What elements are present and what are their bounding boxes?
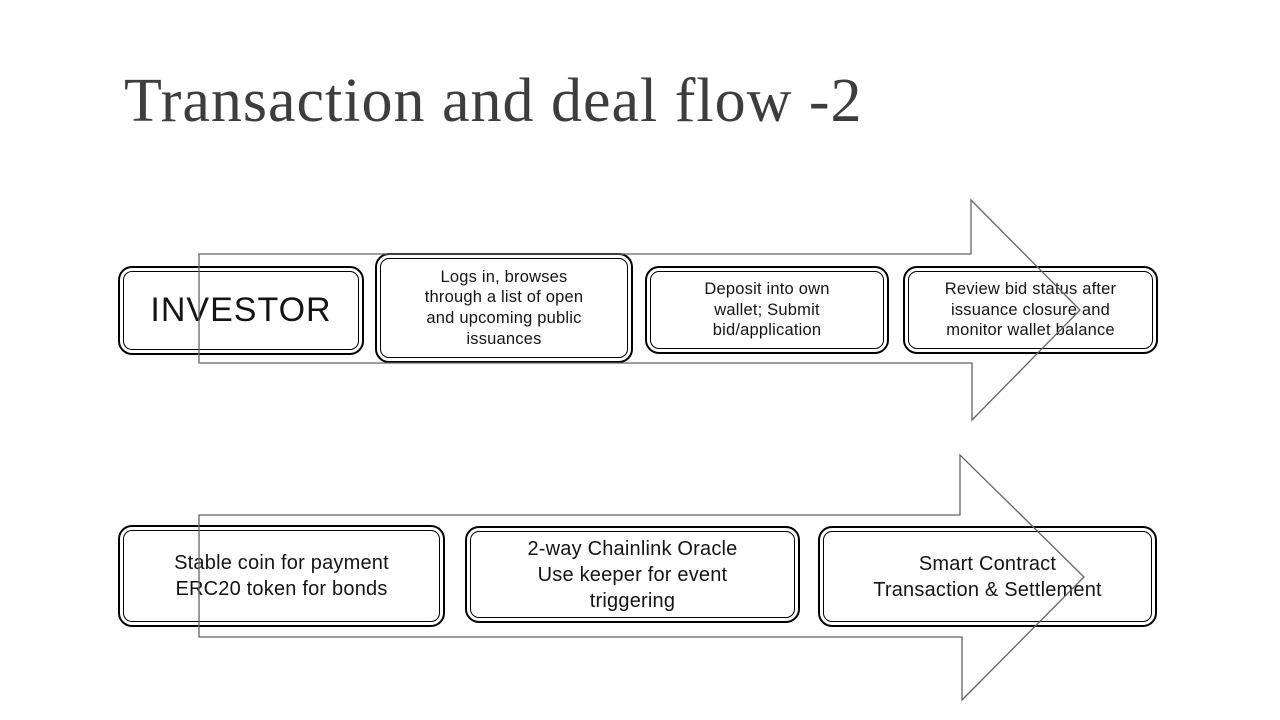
flow-box-label: Stable coin for payment ERC20 token for … <box>174 552 389 600</box>
flow-box-stablecoin-inner: Stable coin for payment ERC20 token for … <box>123 530 440 622</box>
flow-box-investor-inner: INVESTOR <box>123 271 359 350</box>
page-title: Transaction and deal flow -2 <box>124 67 863 135</box>
flow-box-label: 2-way Chainlink Oracle Use keeper for ev… <box>527 537 738 612</box>
flow-box-label: Logs in, browses through a list of open … <box>424 267 584 348</box>
flow-box-deposit-inner: Deposit into own wallet; Submit bid/appl… <box>650 271 884 349</box>
flow-box-stablecoin: Stable coin for payment ERC20 token for … <box>118 525 445 627</box>
flow-box-label: Review bid status after issuance closure… <box>944 280 1117 340</box>
flow-box-review: Review bid status after issuance closure… <box>903 266 1158 354</box>
flow-box-investor: INVESTOR <box>118 266 364 355</box>
flow-box-label: Deposit into own wallet; Submit bid/appl… <box>704 280 830 340</box>
flow-box-smart-contract: Smart Contract Transaction & Settlement <box>818 526 1157 627</box>
flow-box-review-inner: Review bid status after issuance closure… <box>908 271 1153 349</box>
flow-box-smart-contract-inner: Smart Contract Transaction & Settlement <box>823 531 1152 622</box>
flow-box-label: Smart Contract Transaction & Settlement <box>873 552 1102 601</box>
flow-box-oracle-inner: 2-way Chainlink Oracle Use keeper for ev… <box>470 531 795 618</box>
flow-box-label: INVESTOR <box>150 291 332 330</box>
flow-box-deposit: Deposit into own wallet; Submit bid/appl… <box>645 266 889 354</box>
flow-box-logs-in: Logs in, browses through a list of open … <box>375 253 633 363</box>
flow-box-oracle: 2-way Chainlink Oracle Use keeper for ev… <box>465 526 800 623</box>
flow-box-logs-in-inner: Logs in, browses through a list of open … <box>380 258 628 358</box>
